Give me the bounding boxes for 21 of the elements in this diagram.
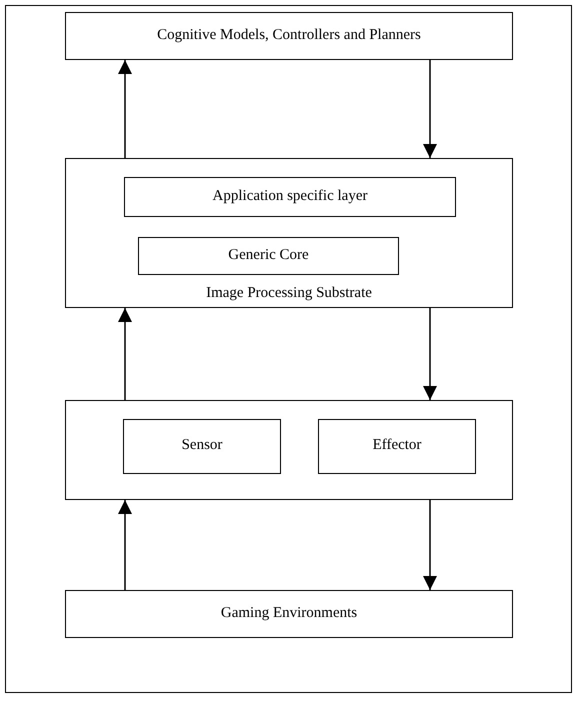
arrow <box>423 308 437 400</box>
node-label: Application specific layer <box>212 188 368 204</box>
layer-box <box>65 12 513 60</box>
arrow <box>423 60 437 158</box>
node-label: Image Processing Substrate <box>206 285 372 301</box>
node-label: Cognitive Models, Controllers and Planners <box>157 27 421 43</box>
arrow <box>118 500 132 590</box>
arrow <box>423 500 437 590</box>
module-box <box>124 177 456 217</box>
arrow <box>118 308 132 400</box>
node-label: Gaming Environments <box>220 605 358 621</box>
module-box <box>318 419 476 474</box>
node-label: Generic Core <box>228 247 309 263</box>
node-label: Sensor <box>182 437 222 453</box>
module-box <box>123 419 281 474</box>
layer-box <box>65 400 513 500</box>
node-label: Effector <box>372 437 422 453</box>
module-box <box>138 237 399 275</box>
layer-box <box>65 158 513 308</box>
layer-box <box>65 590 513 638</box>
arrow <box>118 60 132 158</box>
